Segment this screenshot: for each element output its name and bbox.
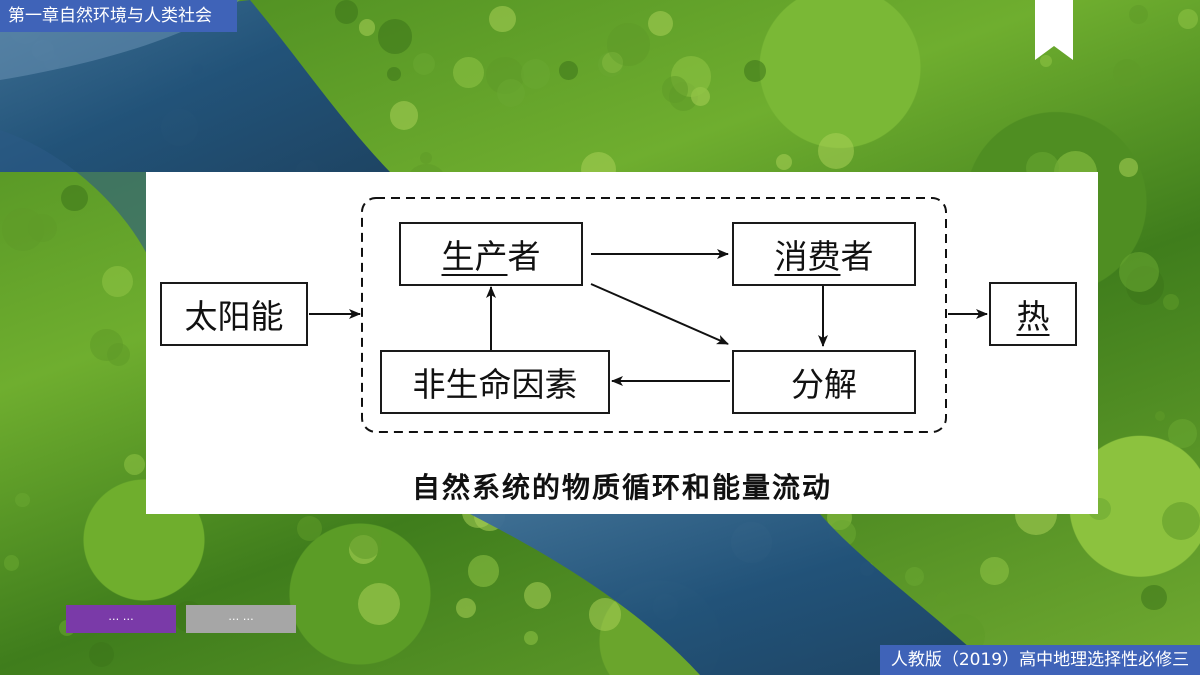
foliage-speck [523,582,551,610]
diagram-caption: 自然系统的物质循环和能量流动 [411,471,832,504]
foliage-speck [349,526,382,559]
foliage-speck [334,0,359,24]
foliage-speck [387,67,402,82]
node-consumer-underlined: 消费 [774,237,841,276]
node-decomposition-label: 分解 [791,365,857,404]
foliage-speck [101,266,134,298]
foliage-speck [1141,584,1167,611]
foliage-speck [61,184,89,212]
node-abiotic-label: 非生命因素 [412,365,578,404]
diagram-panel: 太阳能 生产者 消费者 非生命因素 分解 热 自然系统的物质循环和能量流动 [146,172,1098,514]
foliage-speck [1168,419,1197,448]
arrow-producer-to-decompose [590,283,729,345]
foliage-speck [453,57,485,89]
foliage-speck [1039,54,1053,68]
foliage-speck [1119,158,1138,177]
foliage-speck [980,556,1009,585]
bookmark-icon[interactable] [1035,0,1073,60]
foliage-speck [1112,58,1141,87]
foliage-speck [3,555,20,572]
diagram-connectors [309,197,988,433]
node-solar-energy: 太阳能 [160,282,308,346]
textbook-footer: 人教版（2019）高中地理选择性必修三 [880,645,1200,675]
foliage-speck [89,642,114,667]
foliage-speck [389,101,419,130]
node-solar-label: 太阳能 [184,297,284,336]
foliage-speck [520,59,551,89]
node-consumer-rest: 者 [840,237,874,276]
nav-button-gray[interactable]: … … [186,605,296,633]
foliage-speck [296,515,323,542]
foliage-speck [775,153,793,170]
foliage-speck [358,582,401,626]
foliage-speck [935,591,951,606]
foliage-speck [90,329,123,362]
nav-button-purple[interactable]: … … [66,605,176,633]
node-heat-label: 热 [1016,297,1050,336]
foliage-speck [497,79,526,108]
foliage-speck [15,492,30,508]
foliage-speck [588,598,622,631]
foliage-speck [28,213,58,243]
foliage-speck [1154,410,1165,422]
node-heat: 热 [989,282,1077,346]
foliage-speck [413,52,436,75]
foliage-speck [489,5,516,32]
foliage-speck [661,76,689,103]
node-decomposition: 分解 [732,350,916,414]
foliage-speck [648,11,674,37]
foliage-speck [524,630,539,645]
ecosystem-boundary [361,197,947,433]
foliage-speck [817,132,855,170]
foliage-speck [1118,252,1159,293]
node-producer-underlined: 生产 [441,237,508,276]
node-abiotic-factors: 非生命因素 [380,350,610,414]
foliage-speck [377,19,413,54]
foliage-speck [358,19,376,36]
foliage-speck [559,61,579,80]
foliage-speck [597,51,623,77]
foliage-speck [1178,9,1199,30]
foliage-speck [419,152,432,165]
foliage-speck [467,555,500,587]
foliage-speck [1128,4,1148,24]
foliage-speck [455,597,477,619]
foliage-speck [1163,294,1179,310]
node-producer: 生产者 [399,222,583,286]
chapter-title: 第一章自然环境与人类社会 [0,0,237,32]
foliage-speck [743,60,766,83]
foliage-speck [1161,501,1200,540]
foliage-speck [904,566,924,586]
node-producer-rest: 者 [507,237,541,276]
foliage-speck [123,453,146,476]
node-consumer: 消费者 [732,222,916,286]
